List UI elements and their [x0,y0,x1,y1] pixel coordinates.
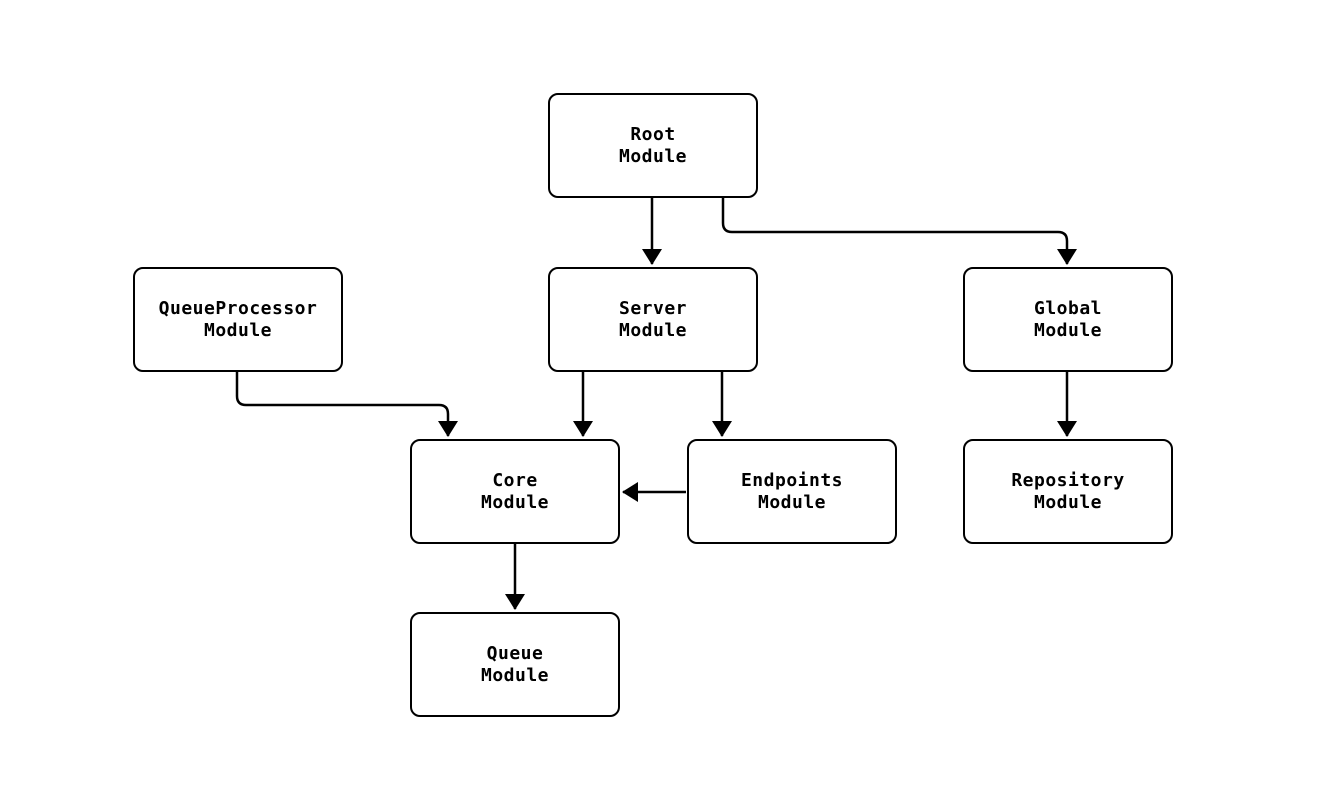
node-label: Server [618,297,688,319]
node-label: Module [1033,319,1103,341]
node-queueprocessor-module: QueueProcessor Module [133,267,343,372]
edge-queueprocessor-to-core [235,371,458,437]
node-label: Global [1033,297,1103,319]
node-queue-module: Queue Module [410,612,620,717]
node-repository-module: Repository Module [963,439,1173,544]
node-label: Module [1033,491,1103,513]
node-label: Root [630,123,676,145]
node-label: Core [492,469,538,491]
node-endpoints-module: Endpoints Module [687,439,897,544]
node-server-module: Server Module [548,267,758,372]
node-label: Module [203,319,273,341]
node-label: Module [480,491,550,513]
node-label: Repository [1011,469,1125,491]
node-label: Queue [486,642,544,664]
node-label: Module [757,491,827,513]
node-label: Module [480,664,550,686]
node-global-module: Global Module [963,267,1173,372]
node-label: Module [618,319,688,341]
node-label: Module [618,145,688,167]
node-label: Endpoints [740,469,844,491]
node-core-module: Core Module [410,439,620,544]
edge-root-to-global [721,197,1077,265]
node-label: QueueProcessor [158,297,318,319]
node-root-module: Root Module [548,93,758,198]
